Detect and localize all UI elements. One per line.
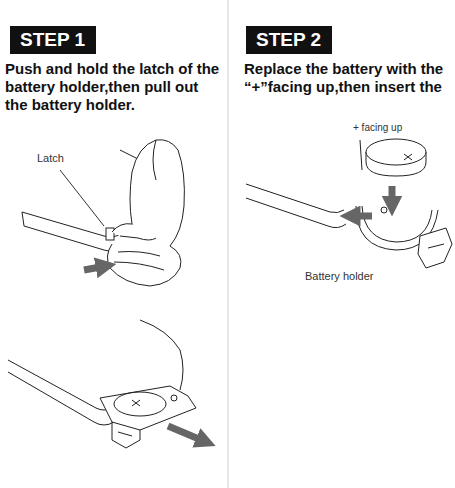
battery-insert-part: [418, 228, 452, 268]
step-label: STEP 1: [20, 28, 85, 52]
battery-insert-part: [246, 198, 346, 228]
battery-insert-part: [428, 244, 444, 248]
battery-insert-part: [366, 139, 426, 165]
remote-holder-out-part: [118, 432, 132, 436]
push-arrow: [84, 266, 106, 270]
pull-arrow: [168, 426, 206, 442]
remote-with-hand-part: [118, 252, 160, 257]
battery-insert-part: [404, 154, 412, 160]
down-arrow: [389, 186, 396, 206]
remote-holder-out-part: [140, 320, 183, 390]
remote-with-hand-part: [130, 140, 184, 246]
remote-with-hand-part: [106, 228, 114, 240]
remote-with-hand-part: [153, 140, 156, 180]
part-label: Latch: [36, 152, 65, 165]
remote-with-hand-part: [107, 244, 180, 286]
remote-holder-out-part: [112, 422, 140, 448]
remote-holder-out-part: [132, 400, 140, 406]
remote-with-hand-part: [22, 212, 24, 226]
latch-leader: [60, 170, 104, 226]
battery-insert-part: [246, 184, 344, 213]
instruction-text: Push and hold the latch of the battery h…: [5, 60, 223, 114]
remote-holder-out-part: [114, 392, 166, 416]
remote-holder-out-part: [8, 372, 114, 425]
remote-holder-out-part: [100, 386, 196, 430]
instruction-text: Replace the battery with the “+”facing u…: [244, 60, 452, 96]
remote-with-hand-part: [114, 262, 164, 270]
orientation-note: + facing up: [352, 122, 403, 134]
insert-arrow: [350, 213, 372, 220]
battery-insert-part: [360, 140, 362, 170]
panel-divider: [228, 0, 229, 488]
step-label: STEP 2: [256, 28, 321, 52]
remote-with-hand: [22, 140, 184, 286]
battery-insert-part: [381, 207, 387, 213]
step-heading: STEP 1: [10, 26, 96, 54]
step-heading: STEP 2: [246, 26, 332, 54]
remote-holder-out-part: [171, 395, 177, 401]
battery-insert: [246, 139, 452, 268]
part-label: Battery holder: [304, 270, 374, 283]
